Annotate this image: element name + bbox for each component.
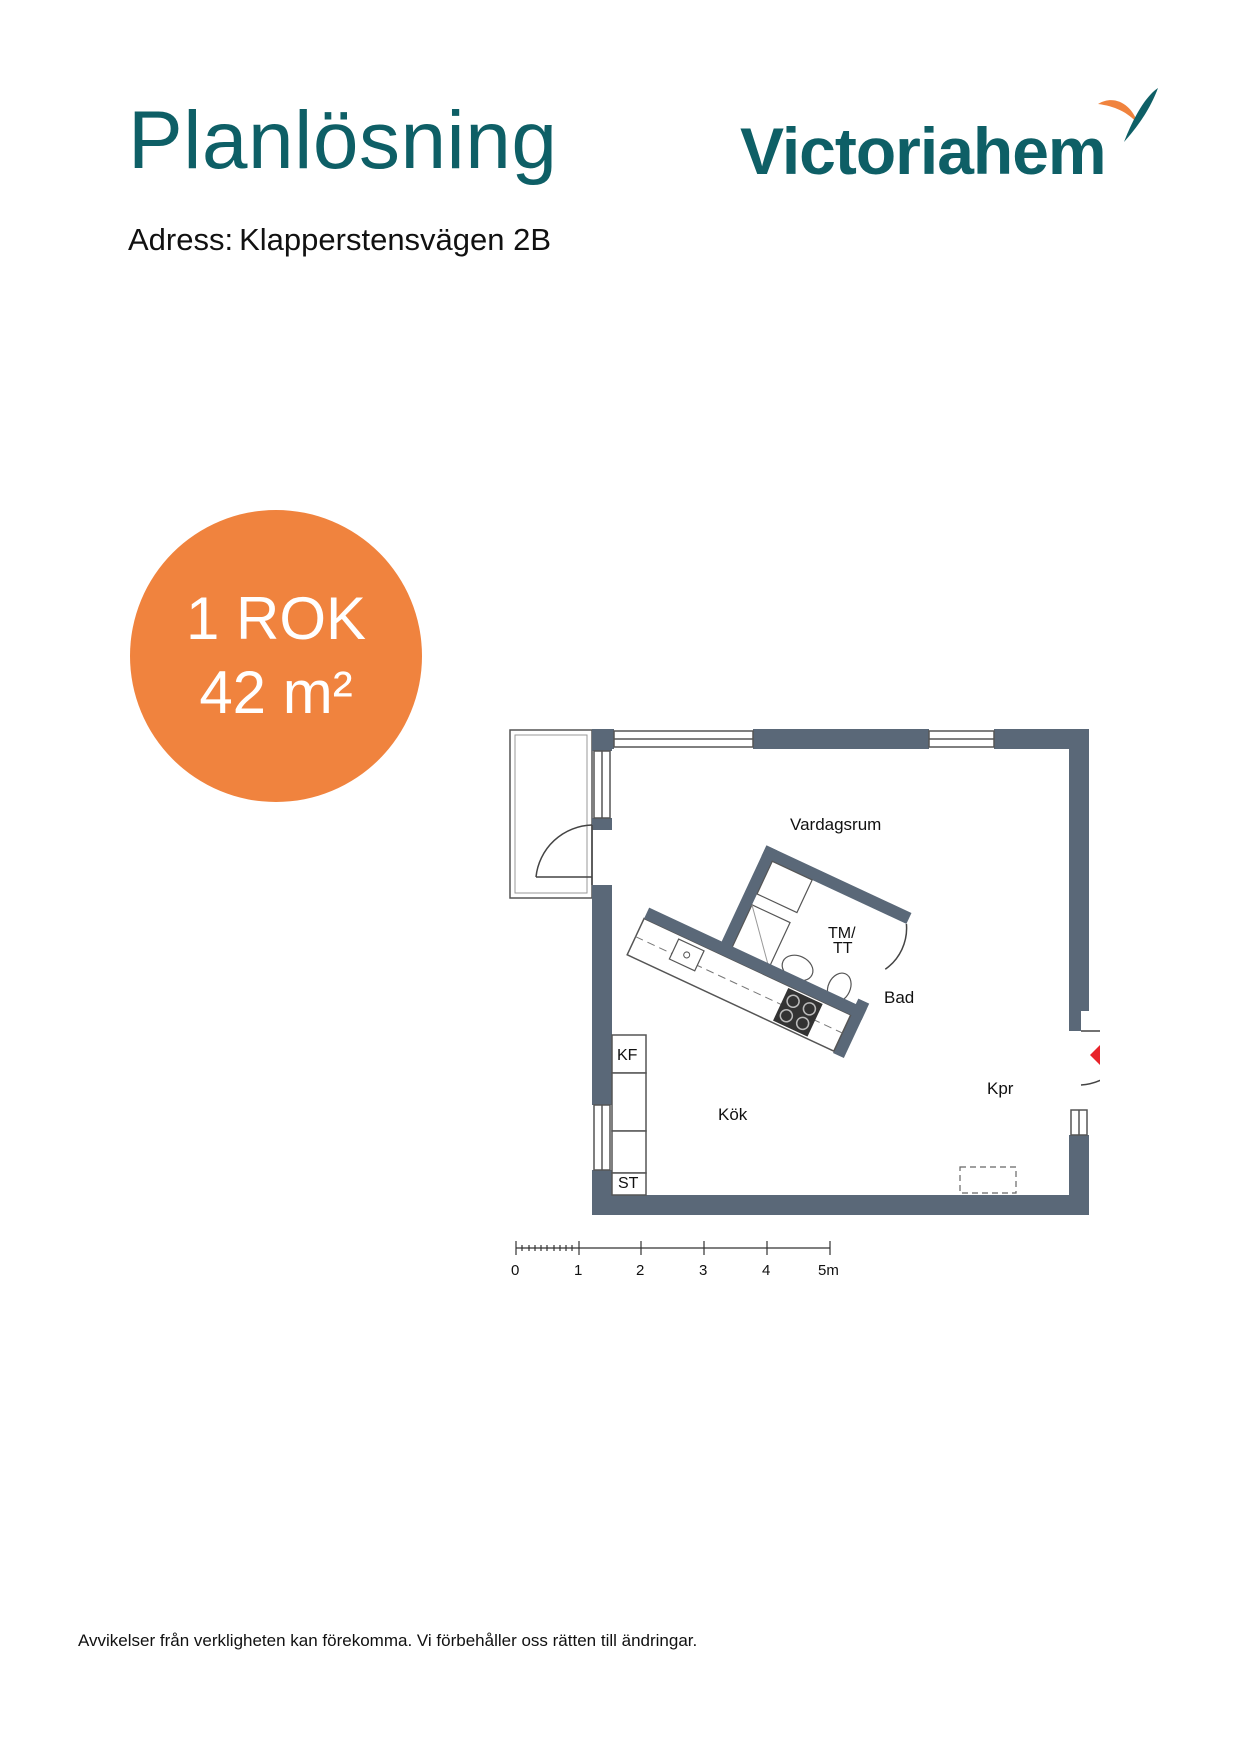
- logo-swoosh-icon: [1098, 88, 1158, 142]
- fixture-cabinets: [611, 1034, 647, 1196]
- entrance-arrow-icon: [1090, 1045, 1100, 1065]
- logo-text: Victoriahem: [740, 114, 1107, 188]
- scale-tick-3: 3: [699, 1262, 707, 1279]
- scale-tick-2: 2: [636, 1262, 644, 1279]
- apartment-badge: 1 ROK 42 m²: [130, 510, 422, 802]
- scale-tick-4: 4: [762, 1262, 770, 1279]
- fixture-label-fridge: KF: [617, 1047, 638, 1064]
- floor-plan-svg: Vardagsrum Bad Kök Kpr TM/ TT KF ST: [509, 729, 1100, 1279]
- bath-kitchen-core: [626, 845, 912, 1059]
- scale-tick-0: 0: [511, 1262, 519, 1279]
- scale-bar: [515, 1241, 831, 1255]
- balcony-door: [535, 824, 593, 885]
- entrance-door: [1080, 1030, 1100, 1086]
- room-label-living: Vardagsrum: [790, 815, 881, 834]
- address: Adress:Klapperstensvägen 2B: [128, 224, 551, 255]
- badge-rooms: 1 ROK: [185, 585, 367, 652]
- room-label-kitchen: Kök: [718, 1105, 748, 1124]
- victoriahem-logo: Victoriahem: [740, 82, 1160, 192]
- windows: [593, 730, 1088, 1171]
- exterior-walls: [592, 729, 1089, 1215]
- scale-tick-5: 5m: [818, 1262, 839, 1279]
- floor-plan: Vardagsrum Bad Kök Kpr TM/ TT KF ST: [500, 705, 1100, 1285]
- hall-closet: [959, 1166, 1017, 1194]
- room-label-hall: Kpr: [987, 1079, 1014, 1098]
- room-label-bath: Bad: [884, 988, 914, 1007]
- balcony: [509, 729, 593, 899]
- fixture-label-washer-2: TT: [833, 940, 853, 957]
- scale-tick-1: 1: [574, 1262, 582, 1279]
- fixture-label-washer-1: TM/: [828, 925, 856, 942]
- fixture-label-storage: ST: [618, 1175, 639, 1192]
- disclaimer: Avvikelser från verkligheten kan förekom…: [78, 1631, 698, 1650]
- address-label: Adress:: [128, 222, 234, 257]
- badge-area: 42 m²: [199, 659, 353, 726]
- address-value: Klapperstensvägen 2B: [239, 222, 552, 257]
- page-title: Planlösning: [128, 95, 558, 186]
